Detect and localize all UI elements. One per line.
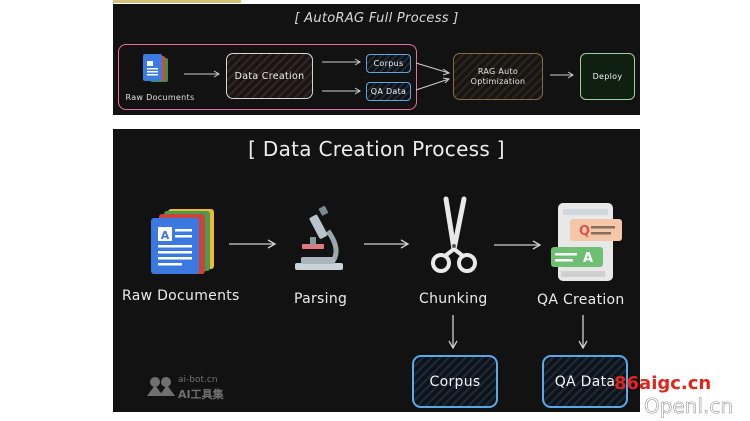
deploy-box: Deploy bbox=[580, 53, 635, 100]
step-qa-creation: QA Creation bbox=[537, 292, 625, 308]
qa-data-small-box: QA Data bbox=[366, 82, 411, 101]
raw-documents-small-icon bbox=[143, 54, 168, 82]
rag-auto-optimization-box: RAG Auto Optimization bbox=[453, 53, 543, 100]
top-diagram-graphics bbox=[143, 54, 574, 95]
step-chunking: Chunking bbox=[419, 291, 488, 307]
data-creation-process-panel: [ Data Creation Process ] A bbox=[113, 129, 640, 412]
autorag-full-process-panel: [ AutoRAG Full Process ] bbox=[113, 4, 640, 115]
top-accent-line bbox=[113, 0, 241, 3]
full-process-title: [ AutoRAG Full Process ] bbox=[294, 11, 459, 26]
arrow-corpus-to-rag bbox=[415, 62, 450, 74]
step-parsing: Parsing bbox=[294, 291, 348, 307]
top-arrows bbox=[184, 58, 574, 95]
data-creation-label: Data Creation bbox=[234, 70, 305, 82]
svg-text:A: A bbox=[161, 229, 170, 242]
data-creation-box: Data Creation bbox=[226, 53, 313, 99]
rag-label-line2: Optimization bbox=[470, 76, 526, 86]
qa-data-label: QA Data bbox=[554, 373, 616, 390]
corpus-label: Corpus bbox=[429, 373, 481, 390]
corpus-small-box: Corpus bbox=[366, 54, 411, 73]
raw-documents-small-label: Raw Documents bbox=[125, 93, 195, 102]
data-creation-process-title: [ Data Creation Process ] bbox=[248, 137, 505, 161]
qa-data-small-label: QA Data bbox=[370, 87, 407, 96]
data-creation-group-frame bbox=[118, 44, 417, 110]
qa-creation-icon: Q A bbox=[551, 203, 622, 281]
microscope-icon bbox=[295, 205, 343, 270]
qa-icon-a: A bbox=[583, 251, 593, 266]
rag-label-line1: RAG Auto bbox=[477, 66, 519, 76]
qa-data-box: QA Data bbox=[542, 355, 628, 408]
corpus-box: Corpus bbox=[412, 355, 498, 408]
raw-documents-icon: A bbox=[151, 209, 214, 274]
arrow-qa-to-rag bbox=[415, 78, 450, 91]
watermark-site: ai-bot.cn bbox=[178, 375, 218, 385]
qa-icon-q: Q bbox=[579, 224, 590, 239]
ai-bot-logo-icon bbox=[147, 377, 175, 396]
bottom-arrows bbox=[229, 239, 588, 350]
deploy-label: Deploy bbox=[592, 72, 623, 81]
watermark-openl: Openl.cn bbox=[644, 394, 734, 419]
bottom-diagram-graphics: A bbox=[147, 196, 622, 396]
scissors-icon bbox=[431, 196, 477, 273]
corpus-small-label: Corpus bbox=[373, 59, 404, 68]
watermark-86aigc: 86aigc.cn bbox=[614, 373, 712, 394]
ai-bot-watermark: ai-bot.cn AI工具集 bbox=[144, 373, 244, 401]
watermark-name: AI工具集 bbox=[178, 388, 224, 401]
step-raw-documents: Raw Documents bbox=[122, 288, 240, 304]
